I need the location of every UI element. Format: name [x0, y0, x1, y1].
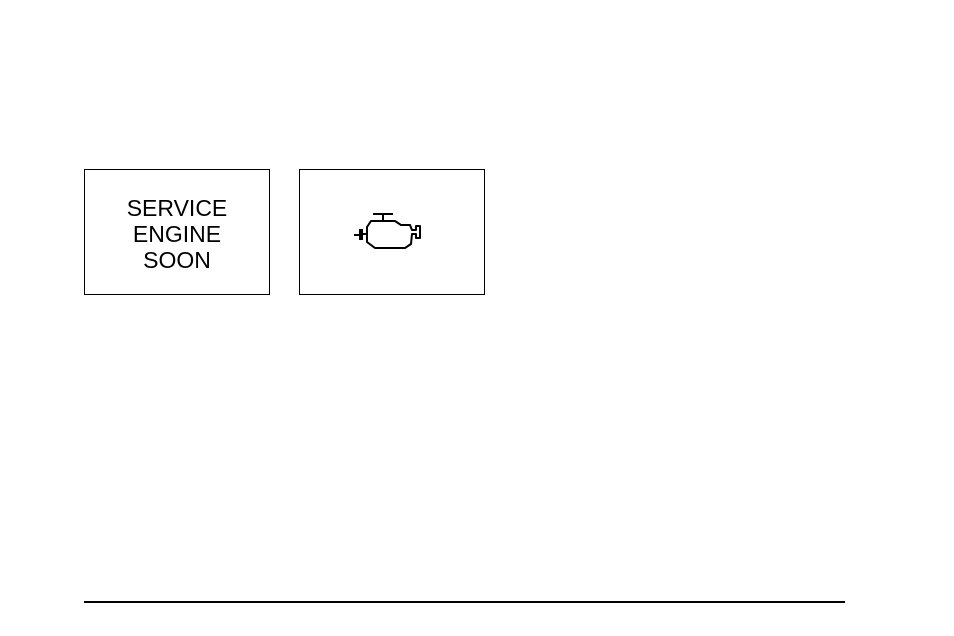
bottom-rule: [84, 601, 845, 603]
indicator-text: SERVICE ENGINE SOON: [85, 195, 269, 273]
check-engine-symbol-light: [299, 169, 485, 295]
indicator-line-engine: ENGINE: [85, 221, 269, 247]
indicator-line-soon: SOON: [85, 247, 269, 273]
service-engine-soon-light: SERVICE ENGINE SOON: [84, 169, 270, 295]
check-engine-icon: [353, 211, 433, 253]
indicator-line-service: SERVICE: [85, 195, 269, 221]
